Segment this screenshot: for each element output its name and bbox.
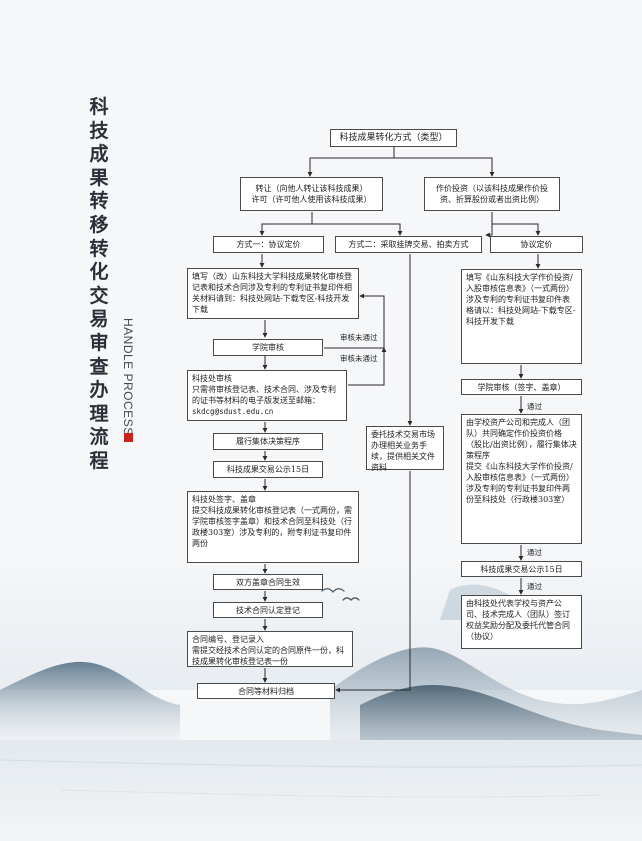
contract-number-box: 合同编号、登记录入 需提交经技术合同认定的合同原件一份，科技成果转化审核登记表一… — [187, 631, 353, 667]
title-char: 科 — [89, 96, 109, 118]
contract-register-box: 技术合同认定登记 — [213, 602, 323, 618]
title-char: 转 — [89, 190, 109, 213]
title-char: 程 — [89, 449, 109, 472]
title-char: 审 — [89, 331, 109, 354]
college-review-left-box: 学院审核 — [213, 339, 323, 356]
entrust-market-box: 委托技术交易市场办理相关业务手续，提供相关文件资料 — [366, 426, 444, 472]
investment-label: 作价投资（以该科技成果作价投资、折算股份或者出资比例） — [436, 184, 548, 204]
transformation-type-box: 科技成果转化方式（类型） — [330, 129, 457, 147]
collective-decision-label: 履行集体决策程序 — [236, 437, 300, 446]
fill-form-left-label: 填写（改）山东科技大学科技成果转化审核登记表和技术合同涉及专利的专利证书复印件相… — [192, 272, 352, 314]
publicity-right-box: 科技成果交易公示15日 — [461, 561, 582, 577]
sign-agreement-label: 由科技处代表学校与资产公司、技术完成人（团队）签订权益奖励分配及委托代管合同（协… — [466, 599, 570, 641]
sci-dept-review-label: 科技处审核 只需将审核登记表、技术合同、涉及专利的证书等材料的电子版发送至邮箱： — [192, 374, 336, 405]
college-review-right-box: 学院审核（签字、盖章） — [461, 379, 582, 395]
pass-label-2: 通过 — [527, 548, 542, 557]
transfer-license-label: 转让（向他人转让该科技成果） 许可（许可他人使用该科技成果） — [251, 184, 372, 204]
title-char: 易 — [89, 308, 109, 331]
sign-seal-label: 科技处签字、盖章 提交科技成果转化审核登记表（一式两份，需学院审核签字盖章）和技… — [192, 495, 352, 548]
contract-register-label: 技术合同认定登记 — [236, 605, 300, 615]
reject-label-2: 审核未通过 — [340, 354, 378, 363]
archive-box: 合同等材料归档 — [197, 683, 335, 699]
entrust-market-label: 委托技术交易市场办理相关业务手续，提供相关文件资料 — [371, 430, 435, 472]
fill-form-right-box: 填写《山东科技大学作价投资/入股审核信息表》（一式两份） 涉及专利的专利证书复印… — [461, 269, 582, 364]
contract-effect-box: 双方盖章合同生效 — [213, 574, 323, 590]
asset-company-label: 由学校资产公司和完成人（团队）共同确定作价投资价格（股比/出资比例），履行集体决… — [466, 418, 577, 504]
pass-label-1: 通过 — [527, 402, 542, 411]
investment-box: 作价投资（以该科技成果作价投资、折算股份或者出资比例） — [424, 177, 560, 211]
title-char: 成 — [89, 143, 109, 166]
sign-seal-box: 科技处签字、盖章 提交科技成果转化审核登记表（一式两份，需学院审核签字盖章）和技… — [187, 491, 359, 563]
title-char: 技 — [89, 119, 109, 142]
title-char: 交 — [89, 284, 109, 307]
accent-square — [124, 433, 133, 442]
agreement-price-box: 协议定价 — [490, 236, 583, 253]
method2-label: 方式二：采取挂牌交易、拍卖方式 — [348, 240, 469, 249]
page-title: 科技成果转移转化交易审查办理流程 — [86, 96, 112, 474]
collective-decision-box: 履行集体决策程序 — [213, 433, 323, 450]
publicity-left-box: 科技成果交易公示15日 — [213, 461, 323, 478]
contract-number-label: 合同编号、登记录入 需提交经技术合同认定的合同原件一份，科技成果转化审核登记表一… — [192, 635, 344, 666]
asset-company-box: 由学校资产公司和完成人（团队）共同确定作价投资价格（股比/出资比例），履行集体决… — [461, 414, 582, 544]
publicity-right-label: 科技成果交易公示15日 — [480, 564, 563, 574]
college-review-right-label: 学院审核（签字、盖章） — [477, 382, 566, 392]
method2-box: 方式二：采取挂牌交易、拍卖方式 — [335, 236, 482, 253]
transformation-type-label: 科技成果转化方式（类型） — [339, 132, 448, 143]
method1-label: 方式一：协议定价 — [236, 240, 301, 249]
title-char: 转 — [89, 237, 109, 260]
pass-label-3: 通过 — [527, 582, 542, 591]
sci-dept-review-box: 科技处审核 只需将审核登记表、技术合同、涉及专利的证书等材料的电子版发送至邮箱：… — [187, 370, 347, 421]
title-char: 化 — [89, 261, 109, 284]
email-link[interactable]: skdcg@sdust.edu.cn — [192, 407, 274, 416]
transfer-license-box: 转让（向他人转让该科技成果） 许可（许可他人使用该科技成果） — [240, 177, 383, 211]
page-subtitle: HANDLE PROCESS — [121, 318, 135, 436]
title-char: 查 — [89, 355, 109, 378]
sign-agreement-box: 由科技处代表学校与资产公司、技术完成人（团队）签订权益奖励分配及委托代管合同（协… — [461, 595, 582, 649]
title-char: 理 — [89, 402, 109, 425]
college-review-left-label: 学院审核 — [252, 343, 284, 352]
reject-label-1: 审核未通过 — [340, 333, 378, 342]
fill-form-right-label: 填写《山东科技大学作价投资/入股审核信息表》（一式两份） 涉及专利的专利证书复印… — [466, 273, 576, 326]
archive-label: 合同等材料归档 — [238, 686, 294, 696]
agreement-price-label: 协议定价 — [520, 240, 553, 249]
title-char: 流 — [89, 426, 109, 449]
title-char: 办 — [89, 379, 109, 402]
bird-icon — [321, 588, 360, 601]
title-char: 移 — [89, 213, 109, 236]
fill-form-left-box: 填写（改）山东科技大学科技成果转化审核登记表和技术合同涉及专利的专利证书复印件相… — [187, 268, 359, 319]
method1-box: 方式一：协议定价 — [213, 236, 324, 253]
contract-effect-label: 双方盖章合同生效 — [236, 577, 300, 587]
title-char: 果 — [89, 166, 109, 189]
publicity-left-label: 科技成果交易公示15日 — [226, 465, 310, 474]
